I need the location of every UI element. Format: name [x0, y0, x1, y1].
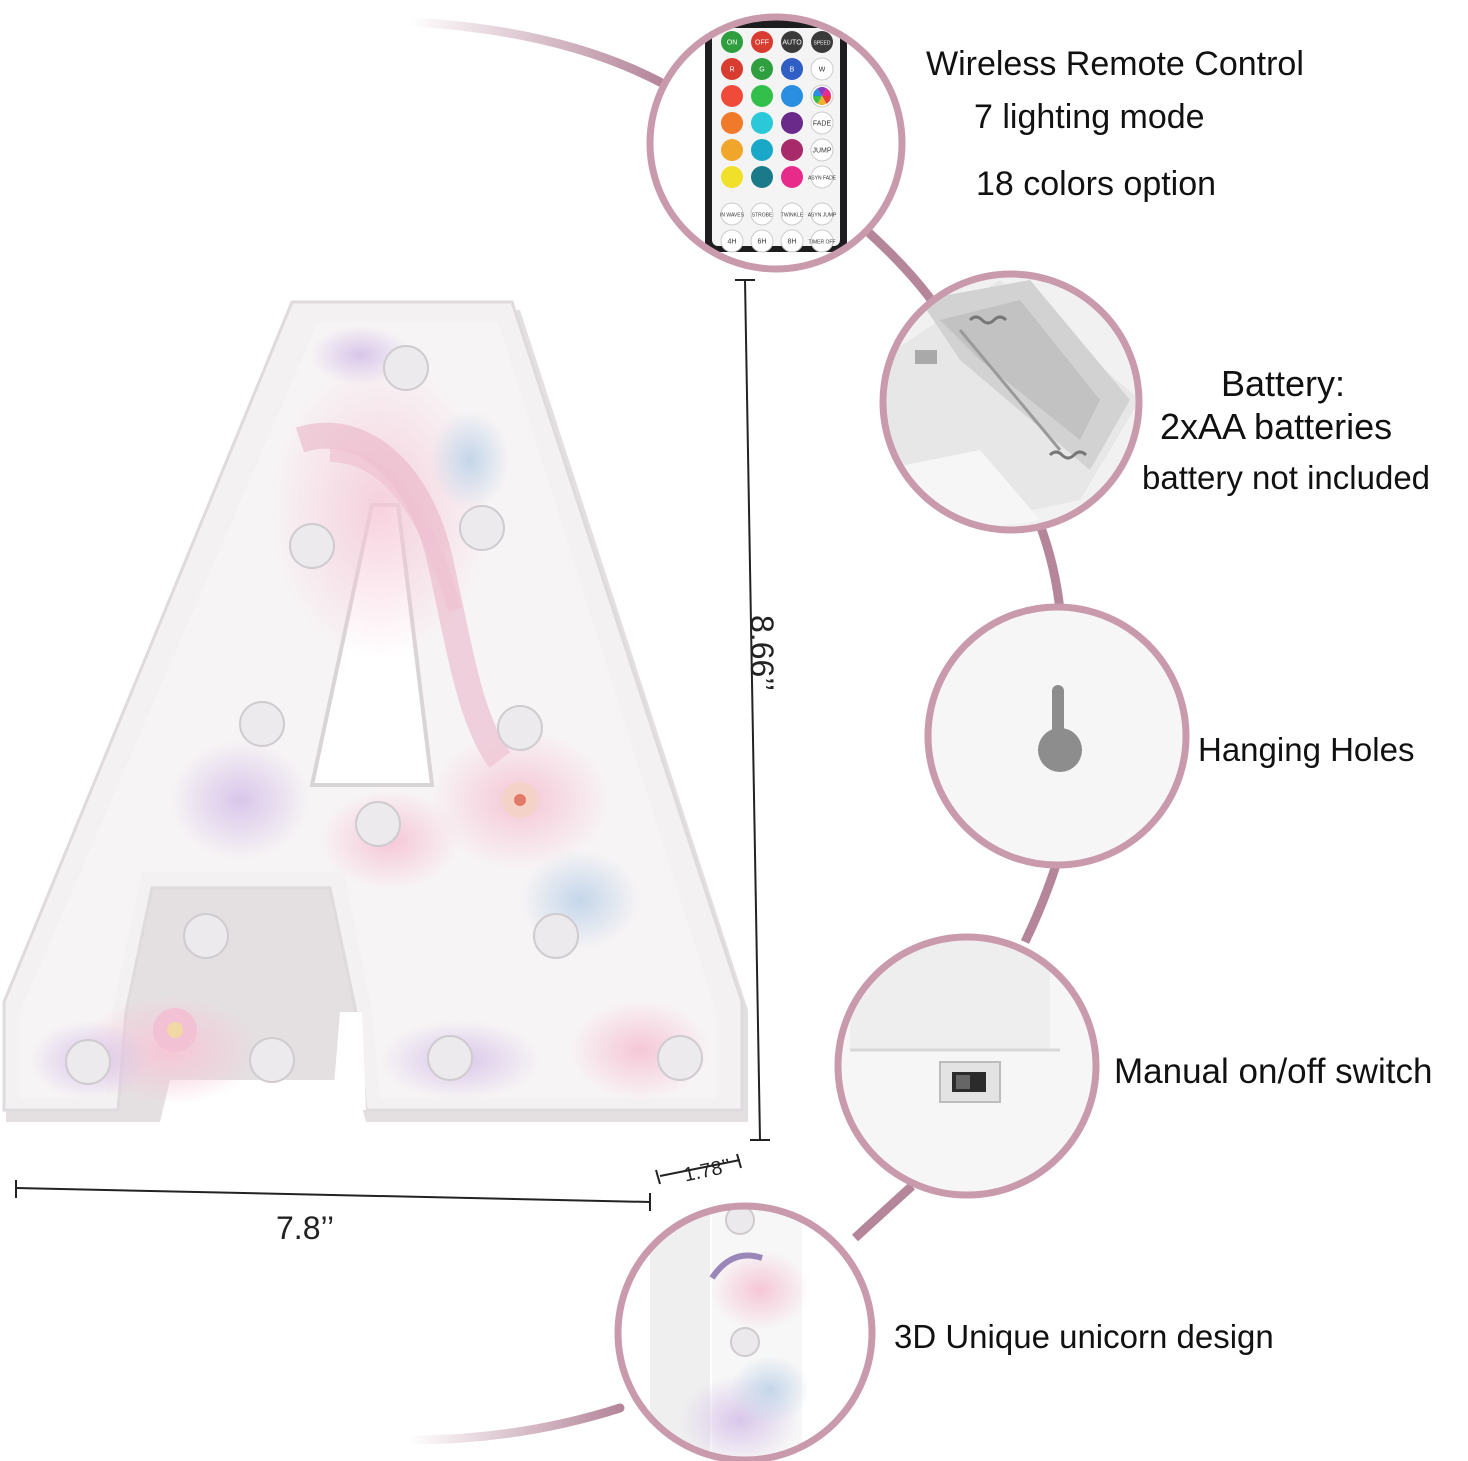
remote-button-label: R — [729, 67, 734, 74]
remote-button-label: AUTO — [782, 40, 802, 47]
width-dimension-label: 7.8’’ — [276, 1210, 335, 1246]
letter-a-sign — [2, 300, 748, 1122]
remote-button — [721, 166, 743, 188]
remote-button-label: ASYN JUMP — [808, 213, 837, 219]
remote-button — [781, 31, 803, 53]
remote-button — [781, 112, 803, 134]
remote-button — [751, 112, 773, 134]
remote-button — [721, 31, 743, 53]
remote-button — [810, 111, 834, 135]
battery-type: 2xAA batteries — [1160, 406, 1393, 447]
connector-arc — [405, 17, 1065, 1445]
color-wheel-segment — [817, 87, 827, 96]
dimension-lines — [15, 279, 770, 1211]
remote-button — [751, 166, 773, 188]
remote-button — [751, 85, 773, 107]
remote-button-label: ASYN FADE — [808, 176, 837, 182]
remote-button — [721, 139, 743, 161]
remote-button-label: 8H — [788, 239, 797, 246]
switch-label: Manual on/off switch — [1114, 1052, 1433, 1091]
remote-button-label: 4H — [728, 239, 737, 246]
remote-button-label: W — [819, 67, 826, 74]
battery-note: battery not included — [1142, 459, 1431, 496]
remote-button-label: FADE — [813, 121, 832, 128]
remote-button — [810, 57, 834, 81]
remote-button-label: ON — [727, 40, 738, 47]
remote-button — [810, 202, 834, 226]
remote-button — [781, 139, 803, 161]
hanging-holes-label: Hanging Holes — [1198, 731, 1415, 768]
remote-button — [750, 229, 774, 253]
remote-button — [811, 31, 833, 53]
color-wheel-segment — [822, 96, 831, 104]
remote-color-options: 18 colors option — [976, 165, 1217, 203]
remote-button — [751, 31, 773, 53]
remote-button — [751, 58, 773, 80]
remote-button-label: TWINKLE — [781, 213, 804, 219]
remote-button-label: TIMER OFF — [809, 240, 836, 246]
remote-button — [810, 229, 834, 253]
remote-button — [721, 85, 743, 107]
remote-button — [810, 138, 834, 162]
color-wheel-segment — [813, 96, 822, 104]
remote-control-icon: ON OFF AUTO SPEED R G B W FADE JUMP ASYN FADE IN WA… — [646, 13, 906, 273]
remote-button-label: IN WAVES — [720, 213, 745, 219]
battery-title: Battery: — [1221, 363, 1346, 404]
remote-button — [810, 165, 834, 189]
color-wheel-segment — [813, 88, 822, 96]
remote-button — [781, 58, 803, 80]
unicorn-side-view-icon — [614, 1202, 876, 1461]
remote-button — [721, 112, 743, 134]
battery-compartment-icon — [879, 270, 1143, 534]
color-wheel-segment — [822, 88, 831, 96]
remote-button-label: 6H — [758, 239, 767, 246]
remote-button-label: G — [759, 67, 764, 74]
unicorn-design-label: 3D Unique unicorn design — [894, 1318, 1274, 1355]
remote-button — [750, 202, 774, 226]
remote-button — [780, 229, 804, 253]
hanging-hole-icon — [924, 603, 1190, 869]
remote-button — [780, 202, 804, 226]
power-switch-icon — [834, 933, 1100, 1199]
remote-lighting-modes: 7 lighting mode — [974, 98, 1205, 136]
remote-button-label: JUMP — [812, 148, 831, 155]
remote-button — [720, 202, 744, 226]
remote-button-label: STROBE — [752, 213, 773, 219]
remote-button — [721, 58, 743, 80]
remote-button-label: SPEED — [814, 41, 831, 47]
remote-button — [781, 85, 803, 107]
remote-button — [751, 139, 773, 161]
remote-button-label: OFF — [755, 40, 769, 47]
height-dimension-label: 8.66’’ — [744, 615, 780, 691]
remote-title: Wireless Remote Control — [926, 45, 1304, 83]
color-wheel-segment — [817, 96, 827, 105]
remote-button-label: B — [790, 67, 795, 74]
remote-button — [781, 166, 803, 188]
remote-button — [720, 229, 744, 253]
